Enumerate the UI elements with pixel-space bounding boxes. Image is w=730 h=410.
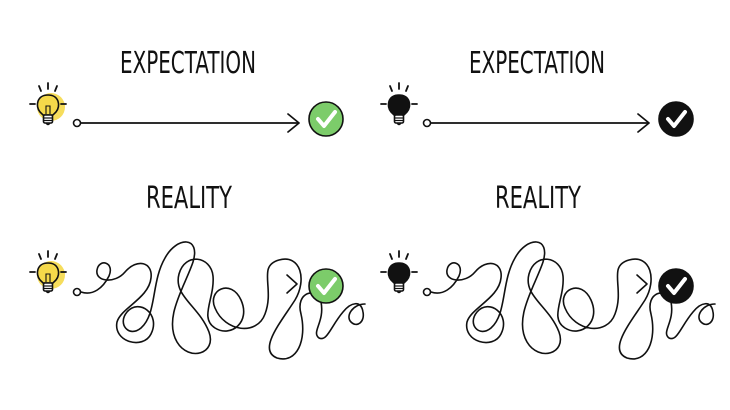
lightbulb-icon xyxy=(29,250,67,294)
reality-title: REALITY xyxy=(495,181,581,216)
expectation-title: EXPECTATION xyxy=(120,46,256,81)
checkmark-circle-icon xyxy=(658,101,694,137)
checkmark-circle-icon xyxy=(308,268,344,304)
lightbulb-icon xyxy=(380,82,418,126)
lightbulb-icon xyxy=(29,82,67,126)
checkmark-circle-icon xyxy=(308,101,344,137)
panel-color: EXPECTATION REALITY xyxy=(29,46,366,360)
expectation-arrow xyxy=(422,113,650,133)
bulb-glass xyxy=(36,94,60,116)
checkmark-circle-icon xyxy=(658,268,694,304)
expectation-title: EXPECTATION xyxy=(469,46,605,81)
reality-tangled-path xyxy=(72,241,366,360)
reality-title: REALITY xyxy=(146,181,232,216)
bulb-glass xyxy=(36,262,60,284)
expectation-arrow xyxy=(72,113,300,133)
panel-mono: EXPECTATION REALITY xyxy=(380,46,716,360)
bulb-glass xyxy=(387,262,411,284)
reality-tangled-path xyxy=(422,241,716,360)
lightbulb-icon xyxy=(380,250,418,294)
bulb-glass xyxy=(387,94,411,116)
